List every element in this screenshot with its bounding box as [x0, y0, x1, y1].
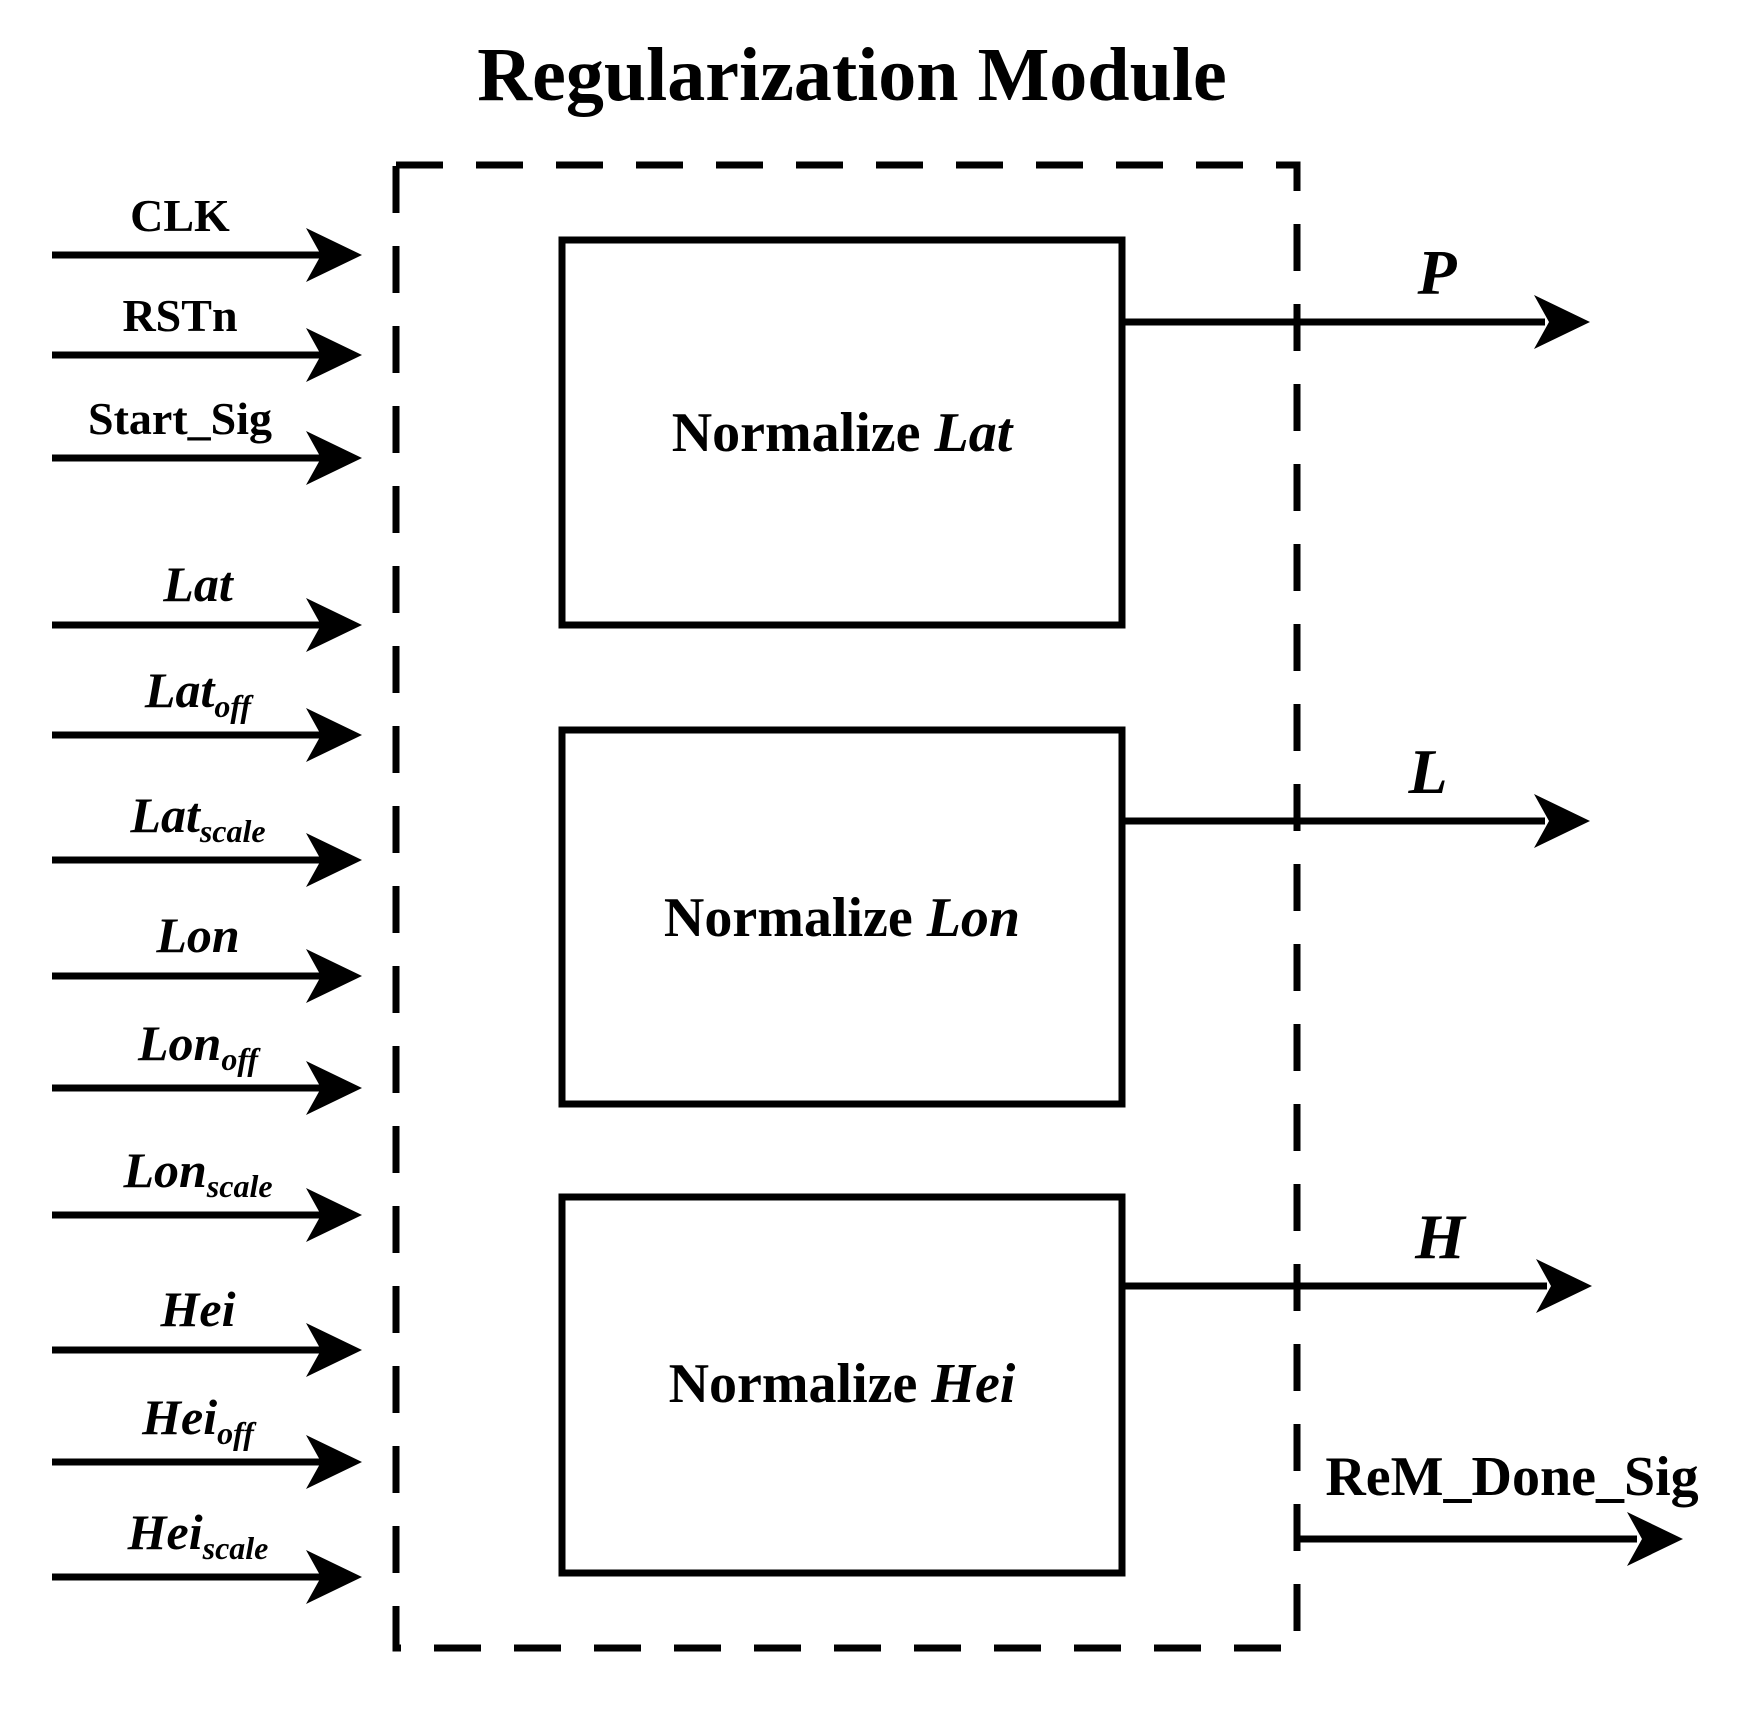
input-signal-hei-off: Heioff	[52, 1389, 362, 1489]
input-signal-rstn: RSTn	[52, 290, 362, 382]
lon-label: Lon	[155, 907, 239, 963]
hei-off-label: Heioff	[141, 1389, 257, 1451]
hei-label: Hei	[160, 1281, 236, 1337]
output-signal-rem-done-sig: ReM_Done_Sig	[1297, 1446, 1699, 1566]
input-signal-hei-scale: Heiscale	[52, 1504, 362, 1604]
input-signal-lon-off: Lonoff	[52, 1015, 362, 1115]
normalize-lat-box	[558, 236, 1126, 629]
lat-label: Lat	[162, 556, 235, 612]
h-label: H	[1414, 1201, 1467, 1272]
module-boundary	[392, 161, 1301, 1652]
lon-off-label: Lonoff	[137, 1015, 261, 1077]
normalize-lon-box	[558, 726, 1126, 1108]
input-signal-lat: Lat	[52, 556, 362, 652]
lat-off-label: Latoff	[144, 662, 255, 724]
lat-scale-label: Latscale	[129, 787, 265, 849]
input-signal-start-sig: Start_Sig	[52, 393, 362, 485]
normalize-hei-box	[558, 1193, 1126, 1577]
hei-scale-label: Heiscale	[127, 1504, 269, 1566]
output-signal-p: P	[1122, 237, 1590, 349]
output-signal-h: H	[1122, 1201, 1592, 1313]
input-signal-hei: Hei	[52, 1281, 362, 1377]
diagram-title: Regularization Module	[477, 33, 1226, 117]
clk-label: CLK	[130, 190, 230, 241]
l-label: L	[1407, 736, 1447, 807]
input-signal-clk: CLK	[52, 190, 362, 282]
input-signal-lon: Lon	[52, 907, 362, 1003]
rstn-label: RSTn	[122, 290, 237, 341]
output-signal-l: L	[1122, 736, 1590, 848]
p-label: P	[1416, 237, 1457, 308]
input-signal-lon-scale: Lonscale	[52, 1142, 362, 1242]
input-signal-lat-off: Latoff	[52, 662, 362, 762]
input-signal-lat-scale: Latscale	[52, 787, 362, 887]
rem-done-sig-label: ReM_Done_Sig	[1325, 1446, 1698, 1508]
start-sig-label: Start_Sig	[88, 393, 272, 444]
lon-scale-label: Lonscale	[122, 1142, 272, 1204]
